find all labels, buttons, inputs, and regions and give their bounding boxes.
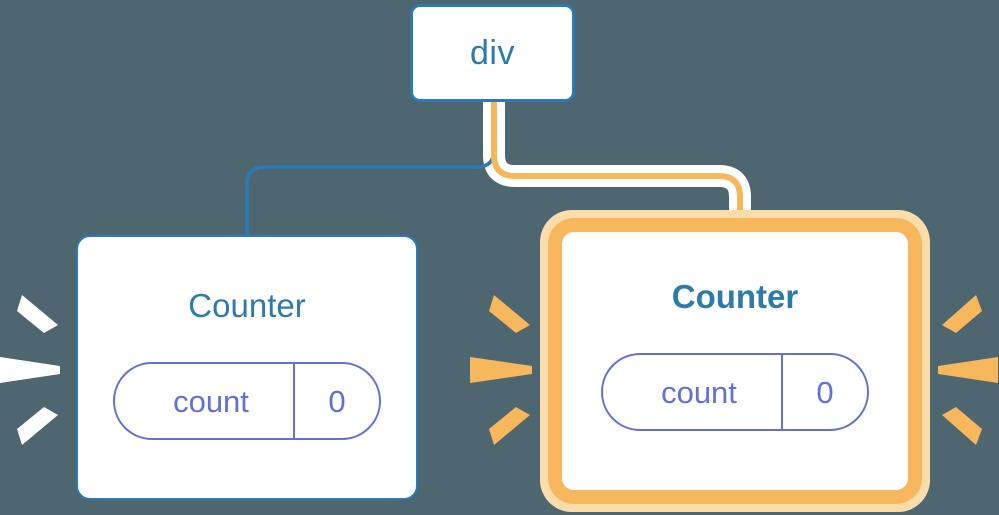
emphasis-rays-right-icon <box>938 295 998 445</box>
node-div-label: div <box>470 34 515 72</box>
edge-halo-right <box>483 100 751 232</box>
node-div[interactable]: div <box>410 4 575 102</box>
state-key-right: count <box>661 374 737 410</box>
emphasis-rays-left-icon <box>0 295 60 445</box>
edge-div-to-counter-left <box>245 100 496 237</box>
node-counter-left-label: Counter <box>188 287 306 324</box>
state-value-right: 0 <box>781 355 867 429</box>
edge-div-to-counter-right <box>491 100 743 236</box>
state-key-left: count <box>173 383 249 419</box>
node-counter-right[interactable]: Counter count 0 <box>562 232 908 490</box>
state-pill-left: count 0 <box>113 362 381 440</box>
emphasis-rays-middle-icon <box>470 295 532 445</box>
node-counter-left[interactable]: Counter count 0 <box>76 235 418 500</box>
state-value-left: 0 <box>293 364 379 438</box>
state-pill-right: count 0 <box>601 353 869 431</box>
node-counter-right-label: Counter <box>671 278 799 315</box>
